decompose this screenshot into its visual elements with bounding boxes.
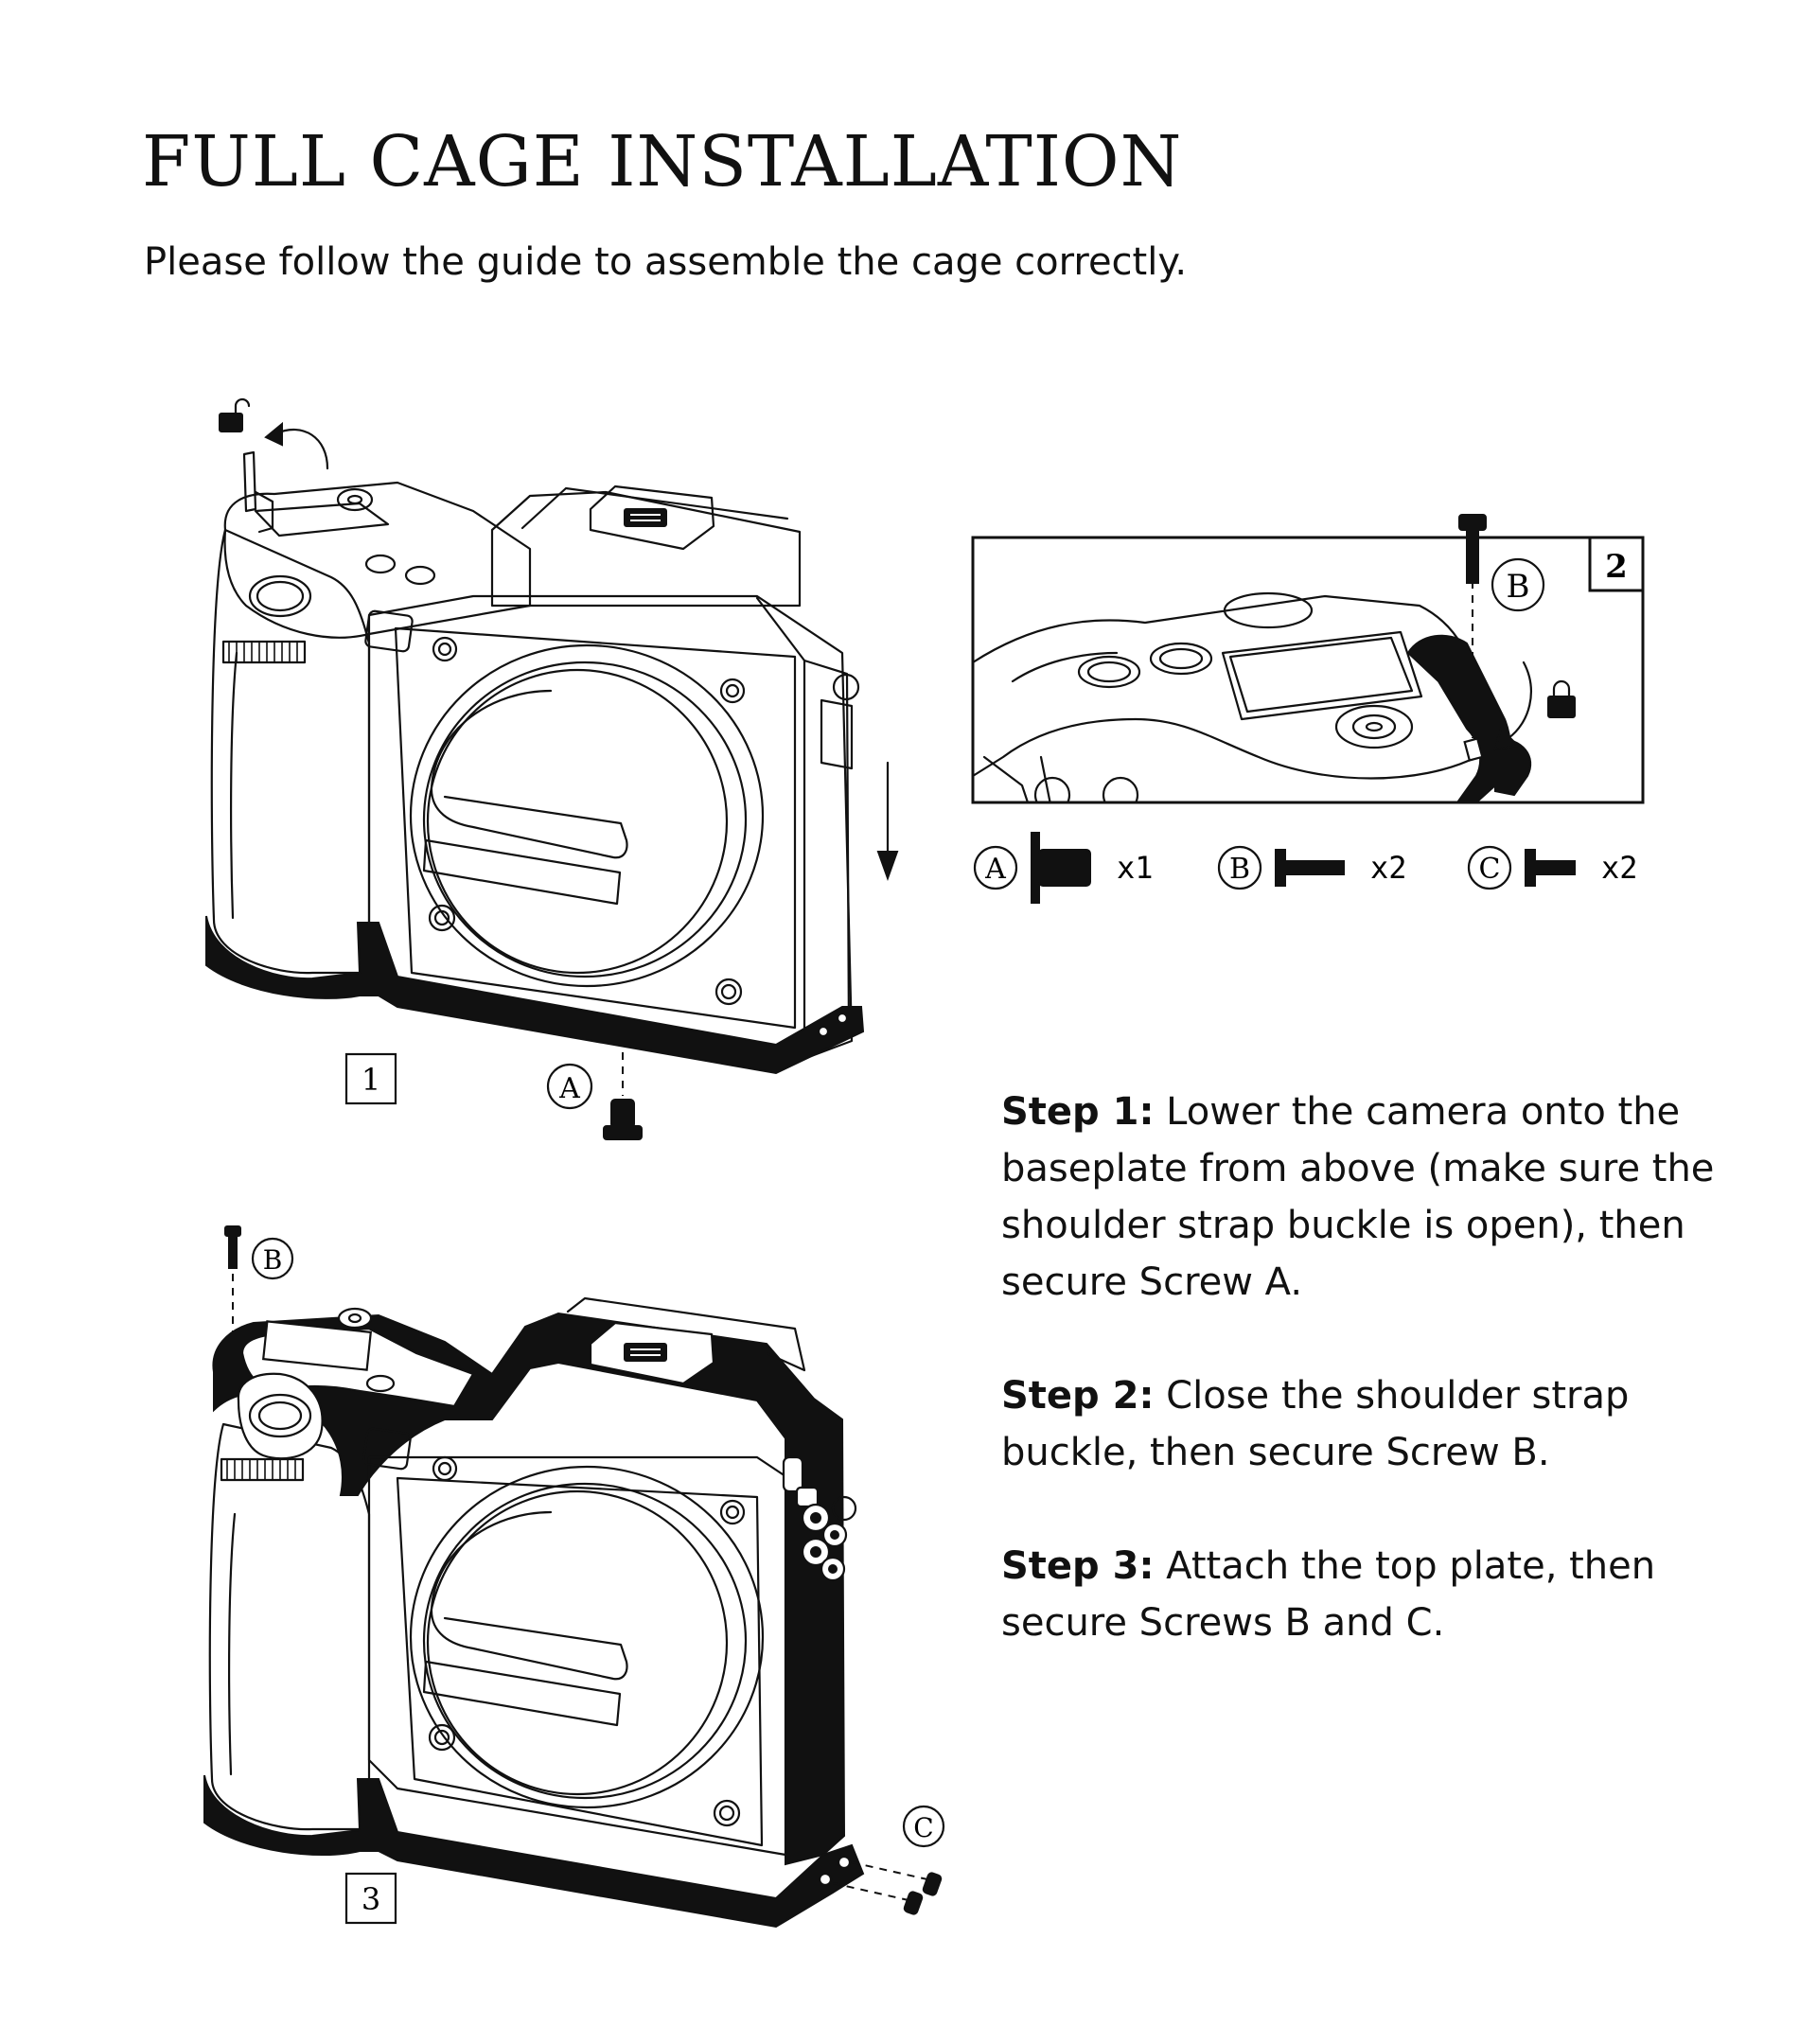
screw-b-graphic — [1458, 514, 1487, 584]
curved-arrow-icon — [264, 421, 329, 470]
step-1-body: Lower the camera onto the baseplate from… — [1001, 1090, 1715, 1304]
part-c-qty: x2 — [1601, 850, 1638, 886]
step-2-text: Step 2: Close the shoulder strap buckle,… — [1001, 1367, 1758, 1481]
figure-step-1: 1 A — [205, 397, 899, 1140]
page-subtitle: Please follow the guide to assemble the … — [144, 240, 1188, 284]
part-a: A x1 — [973, 832, 1154, 904]
step-1-number: 1 — [362, 1062, 380, 1098]
curved-arrow-icon — [1493, 661, 1532, 751]
down-arrow-icon — [876, 761, 899, 881]
part-c-letter: C — [1479, 853, 1501, 886]
parts-legend: A x1 B x2 C x2 — [973, 832, 1638, 904]
part-a-letter: A — [984, 853, 1006, 886]
part-b: B x2 — [1217, 845, 1407, 890]
callout-a-label: A — [558, 1072, 580, 1105]
part-b-letter: B — [1229, 853, 1250, 886]
step-3-body: Attach the top plate, then secure Screws… — [1001, 1544, 1656, 1645]
step-3-number: 3 — [362, 1881, 380, 1917]
callout-b-label: B — [1507, 568, 1530, 606]
step-2-number: 2 — [1605, 548, 1628, 586]
step-3-text: Step 3: Attach the top plate, then secur… — [1001, 1538, 1758, 1651]
screw-c-graphic — [903, 1872, 943, 1915]
step-instructions: Step 1: Lower the camera onto the basepl… — [1001, 1084, 1758, 1708]
part-b-qty: x2 — [1370, 850, 1407, 886]
screw-a-graphic — [603, 1099, 643, 1140]
figure-step-2: 2 B A x1 B x2 C x2 — [971, 514, 1645, 904]
step-2-label: Step 2: — [1001, 1374, 1155, 1418]
step-2-body: Close the shoulder strap buckle, then se… — [1001, 1374, 1630, 1474]
screw-b-graphic — [224, 1225, 241, 1269]
callout-c-label: C — [913, 1812, 933, 1843]
callout-b-label: B — [263, 1244, 283, 1276]
locked-padlock-icon — [1547, 679, 1576, 718]
part-a-qty: x1 — [1117, 850, 1154, 886]
figure-step-3: B C 3 — [203, 1225, 945, 1929]
step-3-label: Step 3: — [1001, 1544, 1155, 1588]
step-1-label: Step 1: — [1001, 1090, 1155, 1134]
page-title: FULL CAGE INSTALLATION — [142, 121, 1183, 203]
part-c: C x2 — [1467, 845, 1638, 890]
step-1-text: Step 1: Lower the camera onto the basepl… — [1001, 1084, 1758, 1311]
unlocked-padlock-icon — [219, 397, 251, 432]
